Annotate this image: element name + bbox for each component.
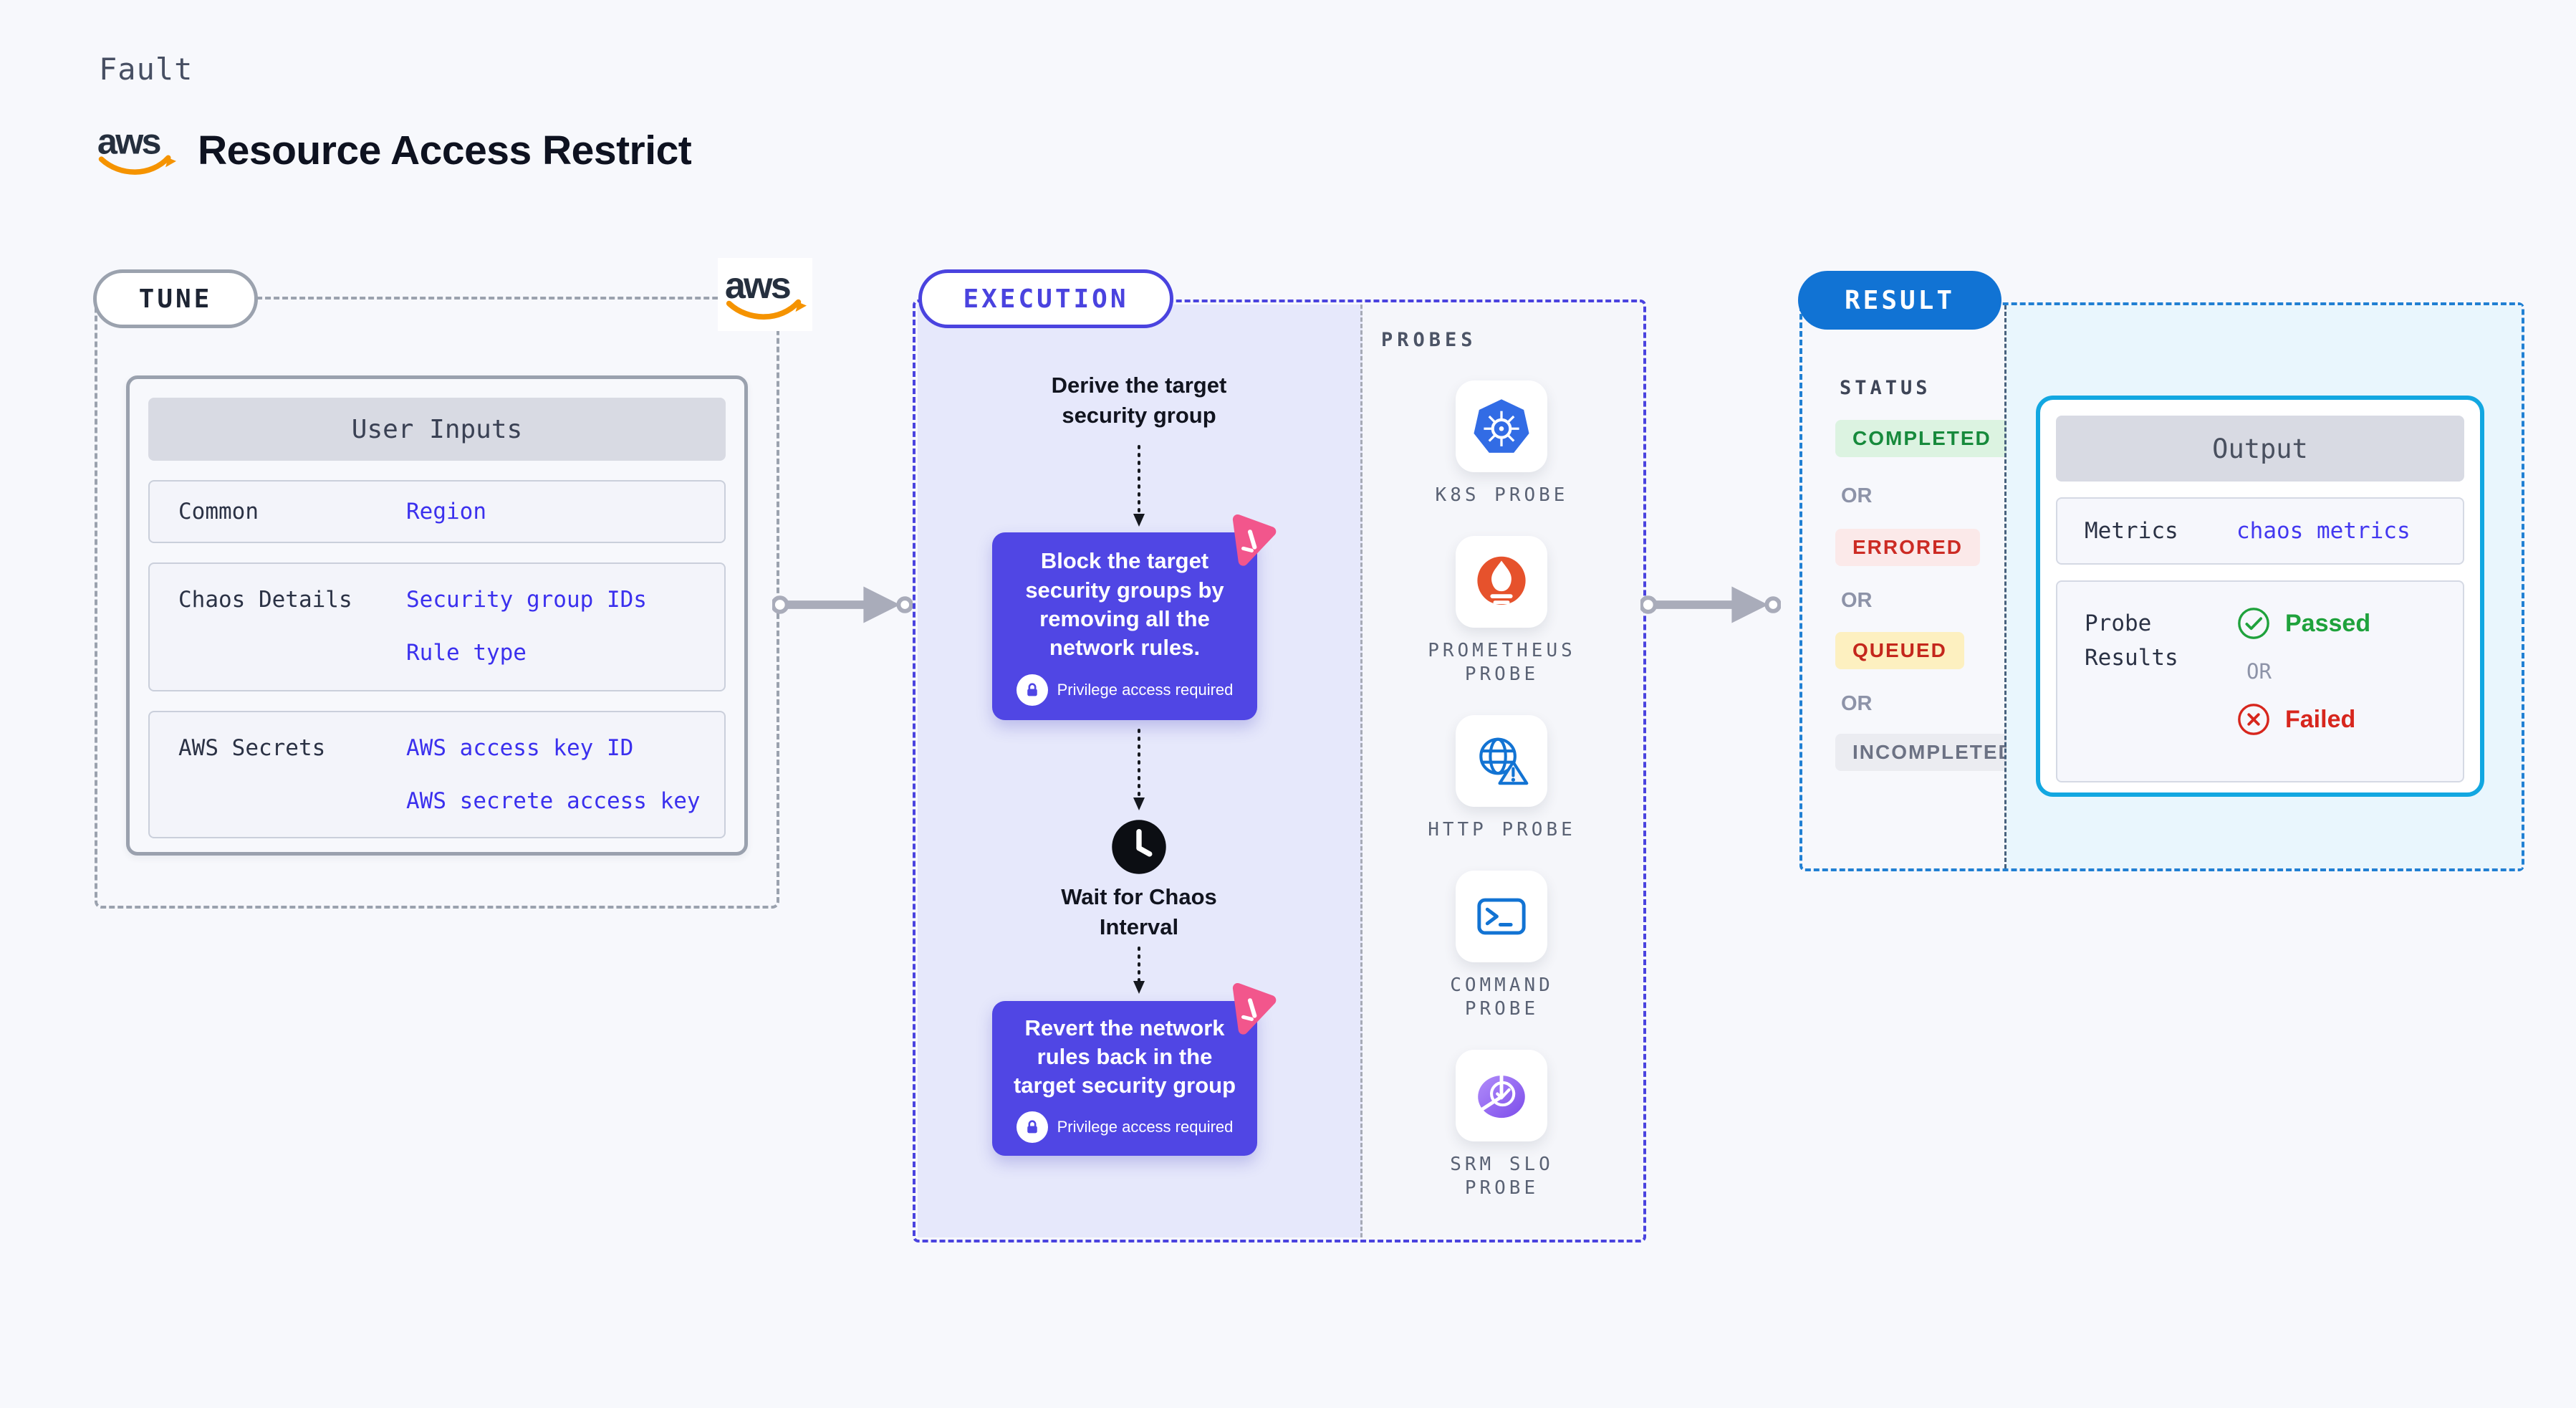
or-label: OR	[1841, 692, 1873, 715]
dotted-arrow-icon	[1133, 729, 1145, 810]
output-header: Output	[2056, 416, 2464, 482]
row-value: Rule type	[406, 640, 527, 666]
output-card: Output Metrics chaos metrics Probe Resul…	[2036, 396, 2484, 797]
step-derive-text: Derive the target security group	[1051, 373, 1227, 428]
command-terminal-icon	[1477, 898, 1527, 935]
probe-card	[1456, 871, 1548, 963]
probe-label: K8S PROBE	[1435, 484, 1569, 506]
lock-icon	[1016, 1111, 1048, 1144]
execution-flow-panel: Derive the target security group Block t…	[918, 305, 1363, 1237]
probe-label: COMMAND PROBE	[1450, 974, 1554, 1020]
probe-list: K8S PROBE PROMETHEUS	[1363, 380, 1641, 1200]
check-circle-icon	[2238, 608, 2269, 639]
row-value: AWS secrete access key	[406, 788, 701, 814]
or-label: OR	[2246, 659, 2272, 684]
arrow-right-icon	[1640, 586, 1781, 623]
srm-slo-icon	[1478, 1074, 1526, 1119]
probe-label: HTTP PROBE	[1428, 819, 1576, 841]
user-inputs-header: User Inputs	[148, 398, 726, 461]
probes-panel: PROBES	[1363, 305, 1641, 1237]
arrow-right-icon	[772, 586, 913, 623]
chaos-icon	[1232, 982, 1277, 1035]
page-title: Resource Access Restrict	[198, 128, 692, 173]
execution-badge: EXECUTION	[918, 269, 1173, 328]
chaos-icon	[1232, 514, 1277, 566]
failed-label: Failed	[2285, 705, 2356, 733]
dotted-arrow-icon	[1133, 445, 1145, 527]
title-row: aws Resource Access Restrict	[96, 120, 692, 181]
x-circle-icon	[2238, 704, 2269, 735]
aws-logo-icon: aws	[97, 121, 176, 175]
tune-badge: TUNE	[93, 269, 258, 328]
row-value: Region	[406, 499, 486, 525]
probe-results-label: Probe Results	[2085, 610, 2178, 671]
status-badge-errored: ERRORED	[1835, 529, 1981, 566]
aws-logo-card: aws	[718, 258, 812, 331]
prometheus-icon	[1477, 556, 1527, 605]
probes-header: PROBES	[1381, 329, 1477, 351]
metrics-row: Metrics chaos metrics	[2056, 497, 2464, 565]
status-header: STATUS	[1840, 377, 1931, 399]
row-label: AWS Secrets	[178, 735, 326, 761]
aws-logo-icon: aws	[725, 265, 807, 320]
table-row-aws-secrets: AWS Secrets AWS access key ID AWS secret…	[148, 711, 726, 838]
probe-card	[1456, 536, 1548, 628]
privilege-label: Privilege access required	[1057, 680, 1234, 699]
passed-label: Passed	[2285, 609, 2371, 637]
failed-line: Failed	[2236, 702, 2370, 737]
fault-label: Fault	[99, 52, 193, 87]
probe-item-http: HTTP PROBE	[1428, 715, 1576, 842]
passed-line: Passed	[2236, 606, 2370, 641]
dotted-arrow-icon	[1133, 947, 1145, 994]
privilege-label: Privilege access required	[1057, 1118, 1234, 1136]
probe-item-command: COMMAND PROBE	[1450, 871, 1554, 1021]
probe-card	[1456, 1050, 1548, 1142]
user-inputs-rows: Common Region Chaos Details Security gro…	[148, 480, 726, 838]
status-badge-incompleted: INCOMPLETED	[1835, 734, 2032, 771]
row-label: Common	[178, 499, 259, 525]
probe-card	[1456, 715, 1548, 808]
lock-icon	[1016, 674, 1048, 706]
metrics-label: Metrics	[2085, 517, 2178, 544]
probe-item-srm-slo: SRM SLO PROBE	[1450, 1050, 1554, 1200]
metrics-value: chaos metrics	[2236, 518, 2411, 544]
status-badge-completed: COMPLETED	[1835, 420, 2009, 457]
or-label: OR	[1841, 589, 1873, 612]
probe-item-k8s: K8S PROBE	[1436, 380, 1569, 507]
table-row-common: Common Region	[148, 480, 726, 543]
probe-label: PROMETHEUS PROBE	[1428, 640, 1576, 686]
probe-results-row: Probe Results Passed OR	[2056, 580, 2464, 782]
output-panel: Output Metrics chaos metrics Probe Resul…	[2007, 305, 2522, 868]
step-revert-network-rules: Revert the network rules back in the tar…	[992, 982, 1277, 1156]
step-block-security-groups: Block the target security groups by remo…	[992, 514, 1277, 720]
status-badge-queued: QUEUED	[1835, 632, 1964, 669]
step-text: Revert the network rules back in the tar…	[1013, 1015, 1236, 1098]
result-section: STATUS COMPLETED OR ERRORED OR QUEUED OR…	[1799, 302, 2524, 871]
or-label: OR	[1841, 484, 1873, 507]
row-value: AWS access key ID	[406, 735, 634, 761]
privilege-row: Privilege access required	[1016, 1111, 1234, 1144]
aws-logo-text: aws	[97, 121, 160, 162]
step-text: Block the target security groups by remo…	[1025, 548, 1224, 661]
privilege-row: Privilege access required	[1016, 674, 1234, 706]
result-separator	[2004, 305, 2007, 868]
wait-for-chaos-text: Wait for Chaos Interval	[1061, 884, 1217, 939]
execution-section: Derive the target security group Block t…	[913, 300, 1646, 1242]
clock-icon	[1112, 820, 1166, 874]
row-label: Chaos Details	[178, 587, 352, 613]
probe-label: SRM SLO PROBE	[1450, 1154, 1554, 1199]
kubernetes-icon	[1474, 399, 1530, 453]
table-row-chaos-details: Chaos Details Security group IDs Rule ty…	[148, 562, 726, 691]
http-globe-icon	[1479, 737, 1529, 785]
aws-logo-text: aws	[725, 265, 790, 307]
probe-item-prometheus: PROMETHEUS PROBE	[1428, 536, 1576, 686]
user-inputs-table: User Inputs Common Region Chaos Details …	[126, 375, 748, 856]
row-value: Security group IDs	[406, 587, 647, 613]
result-badge: RESULT	[1798, 271, 2001, 330]
probe-card	[1456, 380, 1548, 472]
